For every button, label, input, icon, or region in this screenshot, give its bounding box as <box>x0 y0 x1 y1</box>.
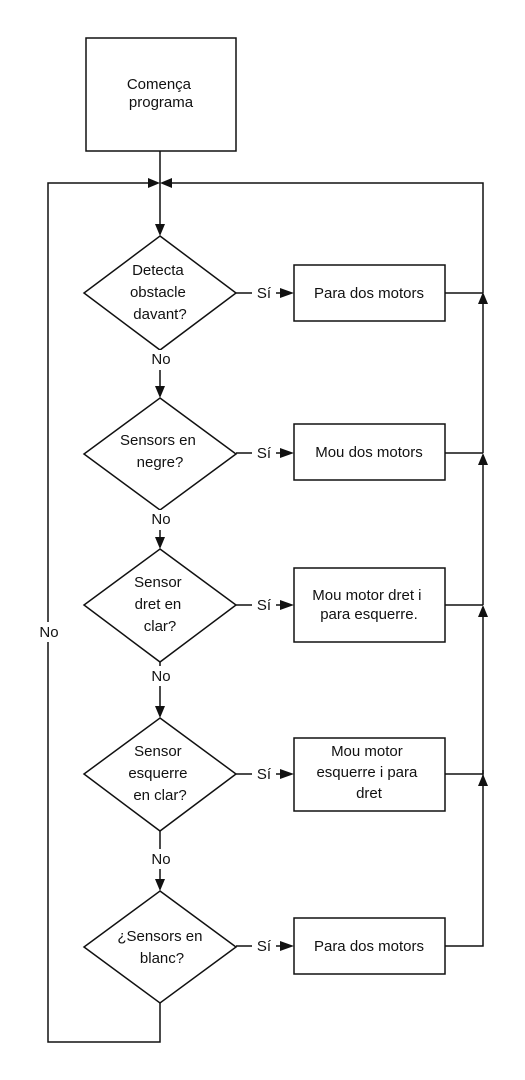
yes-label: Sí <box>257 285 272 302</box>
decision-node-4: Sensor esquerre en clar? <box>82 717 238 832</box>
arrowhead-return-up-4 <box>478 774 488 786</box>
yes-label-bg <box>252 764 276 784</box>
decision-label: ¿Sensors en blanc? <box>117 928 206 967</box>
action-node-4: Mou motor esquerre i para dret <box>293 737 446 812</box>
action-label-line: Mou motor dret i <box>312 587 421 604</box>
start-label: Comença programa <box>127 76 195 111</box>
connector-d5-no-loop <box>47 182 161 1043</box>
arrowheads <box>148 178 488 951</box>
arrowhead-return-up-3 <box>478 605 488 617</box>
action-label: Mou motor dret i para esquerre. <box>312 587 425 623</box>
arrowhead-into-a5 <box>280 941 294 951</box>
no-label: No <box>151 668 170 685</box>
yes-label: Sí <box>257 597 272 614</box>
action-label-line: Mou dos motors <box>315 444 423 461</box>
action-label: Para dos motors <box>314 285 424 302</box>
decision-label-line: obstacle <box>130 284 186 301</box>
yes-labels: Sí Sí Sí Sí Sí <box>252 283 276 956</box>
decision-label-line: negre? <box>137 454 184 471</box>
yes-label-bg <box>252 936 276 956</box>
arrowhead-into-d3 <box>155 537 165 549</box>
decision-diamond <box>82 548 238 663</box>
arrowhead-merge-from-left <box>148 178 160 188</box>
action-box <box>293 737 446 812</box>
arrowhead-into-a1 <box>280 288 294 298</box>
action-label-line: esquerre i para <box>316 764 418 781</box>
no-label: No <box>151 511 170 528</box>
action-label-line: Para dos motors <box>314 938 424 955</box>
action-label: Mou motor esquerre i para dret <box>316 743 421 802</box>
no-labels: No No No No No <box>36 350 174 869</box>
decision-node-3: Sensor dret en clar? <box>82 548 238 663</box>
arrowhead-into-a3 <box>280 600 294 610</box>
no-label: No <box>151 851 170 868</box>
no-label-bg <box>148 849 174 869</box>
decision-node-5: ¿Sensors en blanc? <box>82 890 238 1004</box>
no-label-bg <box>148 350 174 370</box>
no-label: No <box>151 351 170 368</box>
yes-label: Sí <box>257 445 272 462</box>
arrowhead-merge-from-right <box>160 178 172 188</box>
start-label-line: Comença <box>127 76 192 93</box>
action-box <box>293 264 446 322</box>
action-node-3: Mou motor dret i para esquerre. <box>293 567 446 643</box>
no-label-bg <box>148 510 174 530</box>
action-node-5: Para dos motors <box>293 917 446 975</box>
arrowhead-return-up-2 <box>478 453 488 465</box>
arrowhead-into-a2 <box>280 448 294 458</box>
decision-label-line: Sensor <box>134 574 182 591</box>
arrowhead-return-up-1 <box>478 292 488 304</box>
action-label-line: para esquerre. <box>320 606 418 623</box>
decision-label-line: davant? <box>133 306 186 323</box>
decision-diamond <box>82 717 238 832</box>
no-label-bg <box>36 622 62 642</box>
decision-label-line: blanc? <box>140 950 184 967</box>
decision-label-line: clar? <box>144 618 177 635</box>
connectors <box>47 151 484 1043</box>
arrowhead-into-a4 <box>280 769 294 779</box>
decision-label: Detecta obstacle davant? <box>130 262 190 323</box>
start-label-line: programa <box>129 94 194 111</box>
action-label: Mou dos motors <box>315 444 423 461</box>
start-node: Comença programa <box>85 37 237 152</box>
decision-label: Sensor dret en clar? <box>134 574 186 635</box>
action-node-1: Para dos motors <box>293 264 446 322</box>
decision-label-line: ¿Sensors en <box>117 928 202 945</box>
action-box <box>293 423 446 481</box>
decision-label-line: en clar? <box>133 787 186 804</box>
decision-label: Sensors en negre? <box>120 432 200 471</box>
yes-label: Sí <box>257 766 272 783</box>
start-box <box>85 37 237 152</box>
decision-node-1: Detecta obstacle davant? <box>82 235 238 351</box>
yes-label: Sí <box>257 938 272 955</box>
arrowhead-into-d2 <box>155 386 165 398</box>
action-label-line: dret <box>356 785 383 802</box>
arrowhead-into-d4 <box>155 706 165 718</box>
decision-label-line: Sensors en <box>120 432 196 449</box>
decision-label: Sensor esquerre en clar? <box>128 743 191 804</box>
decision-node-2: Sensors en negre? <box>82 397 238 511</box>
action-label-line: Mou motor <box>331 743 403 760</box>
decision-label-line: Sensor <box>134 743 182 760</box>
action-node-2: Mou dos motors <box>293 423 446 481</box>
no-label-bg <box>148 666 174 686</box>
yes-label-bg <box>252 283 276 303</box>
action-label: Para dos motors <box>314 938 424 955</box>
yes-label-bg <box>252 595 276 615</box>
decision-label-line: dret en <box>135 596 182 613</box>
connector-a5-return <box>445 770 484 947</box>
decision-diamond <box>82 890 238 1004</box>
decision-label-line: Detecta <box>132 262 184 279</box>
action-label-line: Para dos motors <box>314 285 424 302</box>
connector-return-top <box>172 182 484 293</box>
yes-label-bg <box>252 443 276 463</box>
decision-label-line: esquerre <box>128 765 187 782</box>
arrowhead-into-d5 <box>155 879 165 891</box>
arrowhead-into-d1 <box>155 224 165 236</box>
action-box <box>293 567 446 643</box>
action-box <box>293 917 446 975</box>
no-label: No <box>39 624 58 641</box>
